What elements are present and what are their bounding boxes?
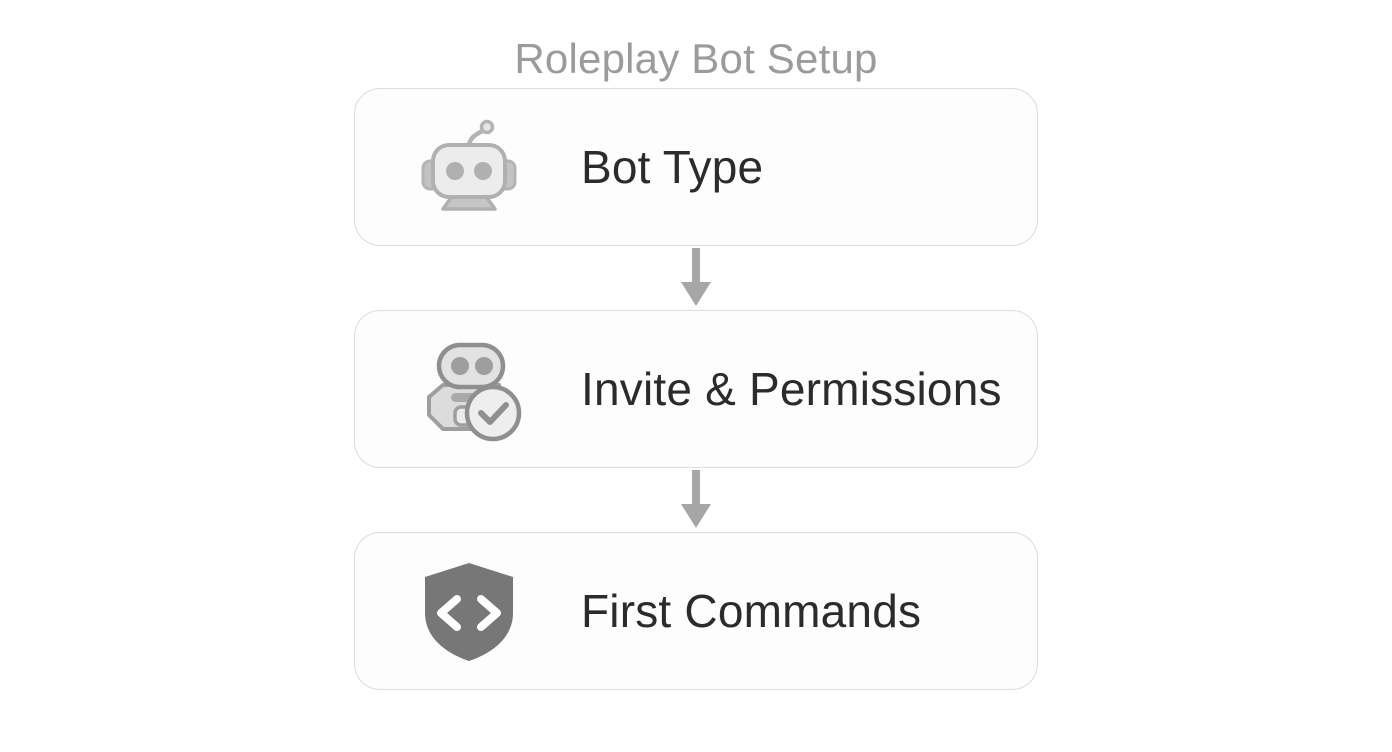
page-title-text: Roleplay Bot Setup [496,35,896,82]
step-card-first-commands[interactable]: First Commands [354,532,1038,690]
step-label: Invite & Permissions [581,362,1002,415]
shield-code-icon [413,555,525,667]
step-card-invite-permissions[interactable]: Invite & Permissions [354,310,1038,468]
robot-check-badge-icon [413,333,525,445]
page-title: Roleplay Bot Setup [354,34,1038,84]
step-label: First Commands [581,584,922,637]
step-card-bot-type[interactable]: Bot Type [354,88,1038,246]
arrow-down-icon [678,248,714,310]
arrow-down-icon [678,470,714,532]
roleplay-bot-setup-group: Roleplay Bot Setup [354,35,1038,690]
robot-head-icon [413,111,525,223]
step-label: Bot Type [581,140,764,193]
